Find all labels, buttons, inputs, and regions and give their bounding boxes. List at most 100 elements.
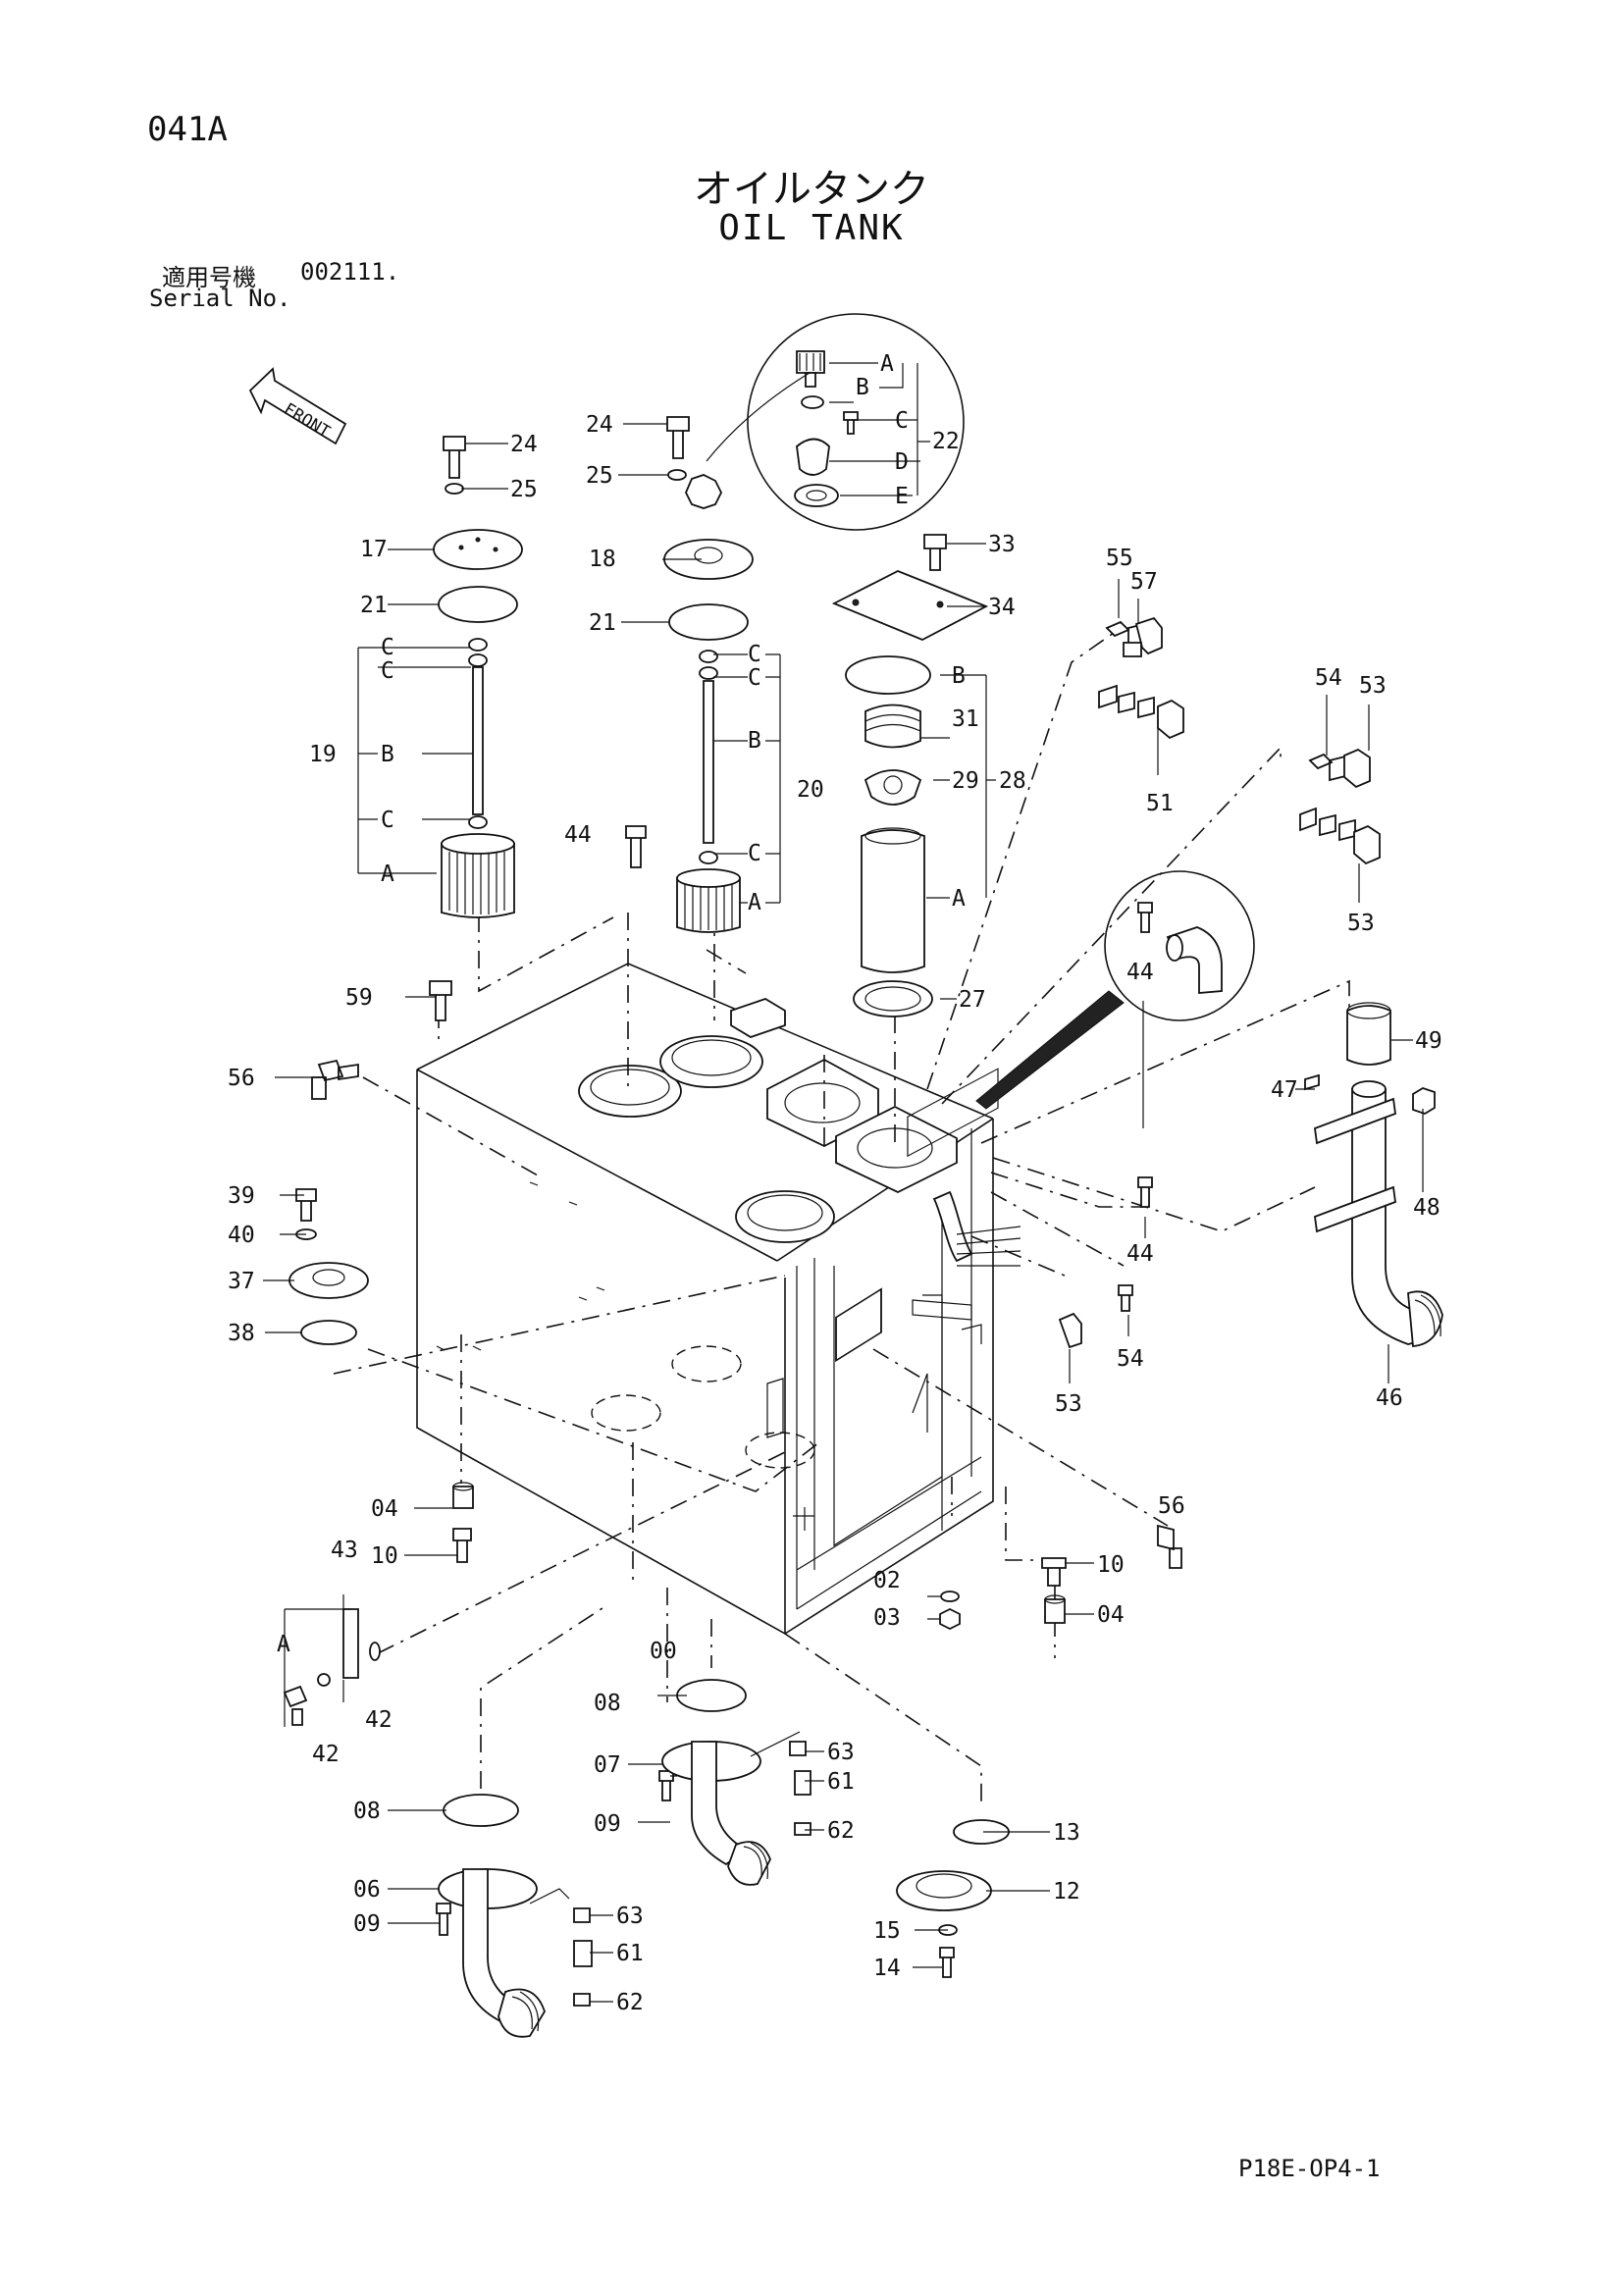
callout-43: 43: [331, 1538, 358, 1563]
callout-15: 15: [873, 1918, 901, 1944]
callout-24b: 24: [586, 412, 613, 438]
callout-56a: 56: [228, 1066, 255, 1091]
assembly-lines: [333, 632, 1350, 1825]
callout-39: 39: [228, 1183, 255, 1209]
callout-53b: 53: [1347, 911, 1375, 936]
callout-28-b: B: [952, 663, 966, 689]
callout-19-c2: C: [381, 658, 394, 684]
callout-51: 51: [1146, 791, 1174, 816]
callout-08b: 08: [353, 1799, 381, 1824]
callout-25b: 25: [586, 463, 613, 489]
callout-04a: 04: [371, 1496, 398, 1522]
detail-circle-elbow: [1104, 870, 1255, 1021]
callout-24a: 24: [510, 432, 538, 457]
callout-08a: 08: [594, 1691, 621, 1716]
callout-42b: 42: [365, 1707, 393, 1733]
callout-46: 46: [1376, 1385, 1403, 1411]
title-japanese: オイルタンク: [694, 167, 929, 212]
fittings-upper-right: [1098, 616, 1381, 865]
callout-54a: 54: [1315, 665, 1342, 691]
callout-19-c3: C: [381, 808, 394, 833]
callout-labels: 24 25 17 21 19 B C C C A 24 25 18 21 20 …: [228, 351, 1442, 2015]
bolts-and-fittings: [283, 825, 1182, 2007]
serial-label-english: Serial No.: [149, 285, 291, 312]
title-english: OIL TANK: [718, 208, 905, 248]
callout-53a: 53: [1359, 673, 1387, 699]
callout-28-a: A: [952, 886, 966, 912]
callout-00: 00: [650, 1639, 677, 1664]
serial-value: 002111.: [300, 258, 400, 286]
callout-44c: 44: [564, 822, 592, 848]
callout-19-b: B: [381, 742, 394, 767]
callout-62a: 62: [827, 1818, 855, 1844]
callout-44a: 44: [1126, 960, 1154, 985]
callout-63a: 63: [827, 1740, 855, 1765]
leader-lines: [263, 362, 1424, 2003]
callout-62b: 62: [616, 1990, 644, 2015]
callout-20-c3: C: [748, 841, 761, 866]
callout-20: 20: [797, 777, 824, 803]
callout-20-a: A: [748, 890, 761, 915]
callout-03: 03: [873, 1605, 901, 1631]
detail-circle-22: [706, 313, 965, 531]
callout-22-e: E: [895, 484, 909, 509]
suction-pipes: [438, 1679, 1010, 2038]
callout-17: 17: [360, 537, 388, 562]
callout-29: 29: [952, 768, 979, 794]
callout-55: 55: [1106, 546, 1133, 571]
callout-19-c1: C: [381, 635, 394, 660]
callout-22-b: B: [856, 375, 869, 400]
callout-07: 07: [594, 1752, 621, 1778]
callout-21a: 21: [360, 593, 388, 618]
callout-59: 59: [345, 985, 373, 1011]
callout-10a: 10: [371, 1543, 398, 1569]
callout-34: 34: [988, 595, 1016, 620]
callout-61a: 61: [827, 1769, 855, 1795]
callout-20-c2: C: [748, 665, 761, 691]
callout-48: 48: [1413, 1195, 1440, 1221]
callout-14: 14: [873, 1956, 901, 1981]
oil-tank-body: [416, 963, 1021, 1635]
page-code: 041A: [147, 110, 228, 149]
callout-09a: 09: [594, 1811, 621, 1837]
callout-06: 06: [353, 1877, 381, 1903]
callout-22-a: A: [880, 351, 894, 377]
callout-13: 13: [1053, 1820, 1080, 1846]
callout-37: 37: [228, 1269, 255, 1294]
callout-22-c: C: [895, 408, 909, 434]
callout-49: 49: [1415, 1028, 1442, 1054]
callout-18: 18: [589, 547, 616, 572]
callout-42a: 42: [312, 1742, 340, 1767]
callout-20-c1: C: [748, 642, 761, 667]
parts-group-return-filter: [831, 534, 989, 1018]
callout-25a: 25: [510, 477, 538, 502]
callout-04b: 04: [1097, 1602, 1125, 1628]
callout-31: 31: [952, 706, 979, 732]
callout-20-b: B: [748, 728, 761, 754]
callout-43-a: A: [277, 1632, 290, 1657]
parts-group-center-filter: [663, 416, 754, 933]
serial-label-japanese: 適用号機: [162, 264, 256, 291]
callout-10b: 10: [1097, 1552, 1125, 1578]
callout-21b: 21: [589, 610, 616, 636]
callout-19: 19: [309, 742, 337, 767]
callout-56b: 56: [1158, 1493, 1185, 1519]
callout-53c: 53: [1055, 1391, 1082, 1417]
callout-63b: 63: [616, 1904, 644, 1929]
callout-27: 27: [959, 987, 986, 1013]
callout-61b: 61: [616, 1941, 644, 1966]
callout-40: 40: [228, 1223, 255, 1248]
hose-assembly: [1304, 1002, 1443, 1347]
callout-12: 12: [1053, 1879, 1080, 1905]
detail-pointer: [975, 990, 1125, 1110]
callout-02: 02: [873, 1568, 901, 1593]
callout-57: 57: [1130, 569, 1158, 595]
document-code: P18E-OP4-1: [1238, 2155, 1381, 2182]
callout-44b: 44: [1126, 1241, 1154, 1267]
callout-47: 47: [1271, 1077, 1298, 1103]
callout-38: 38: [228, 1321, 255, 1346]
callout-19-a: A: [381, 861, 394, 887]
callout-33: 33: [988, 532, 1016, 557]
callout-22: 22: [932, 429, 960, 454]
